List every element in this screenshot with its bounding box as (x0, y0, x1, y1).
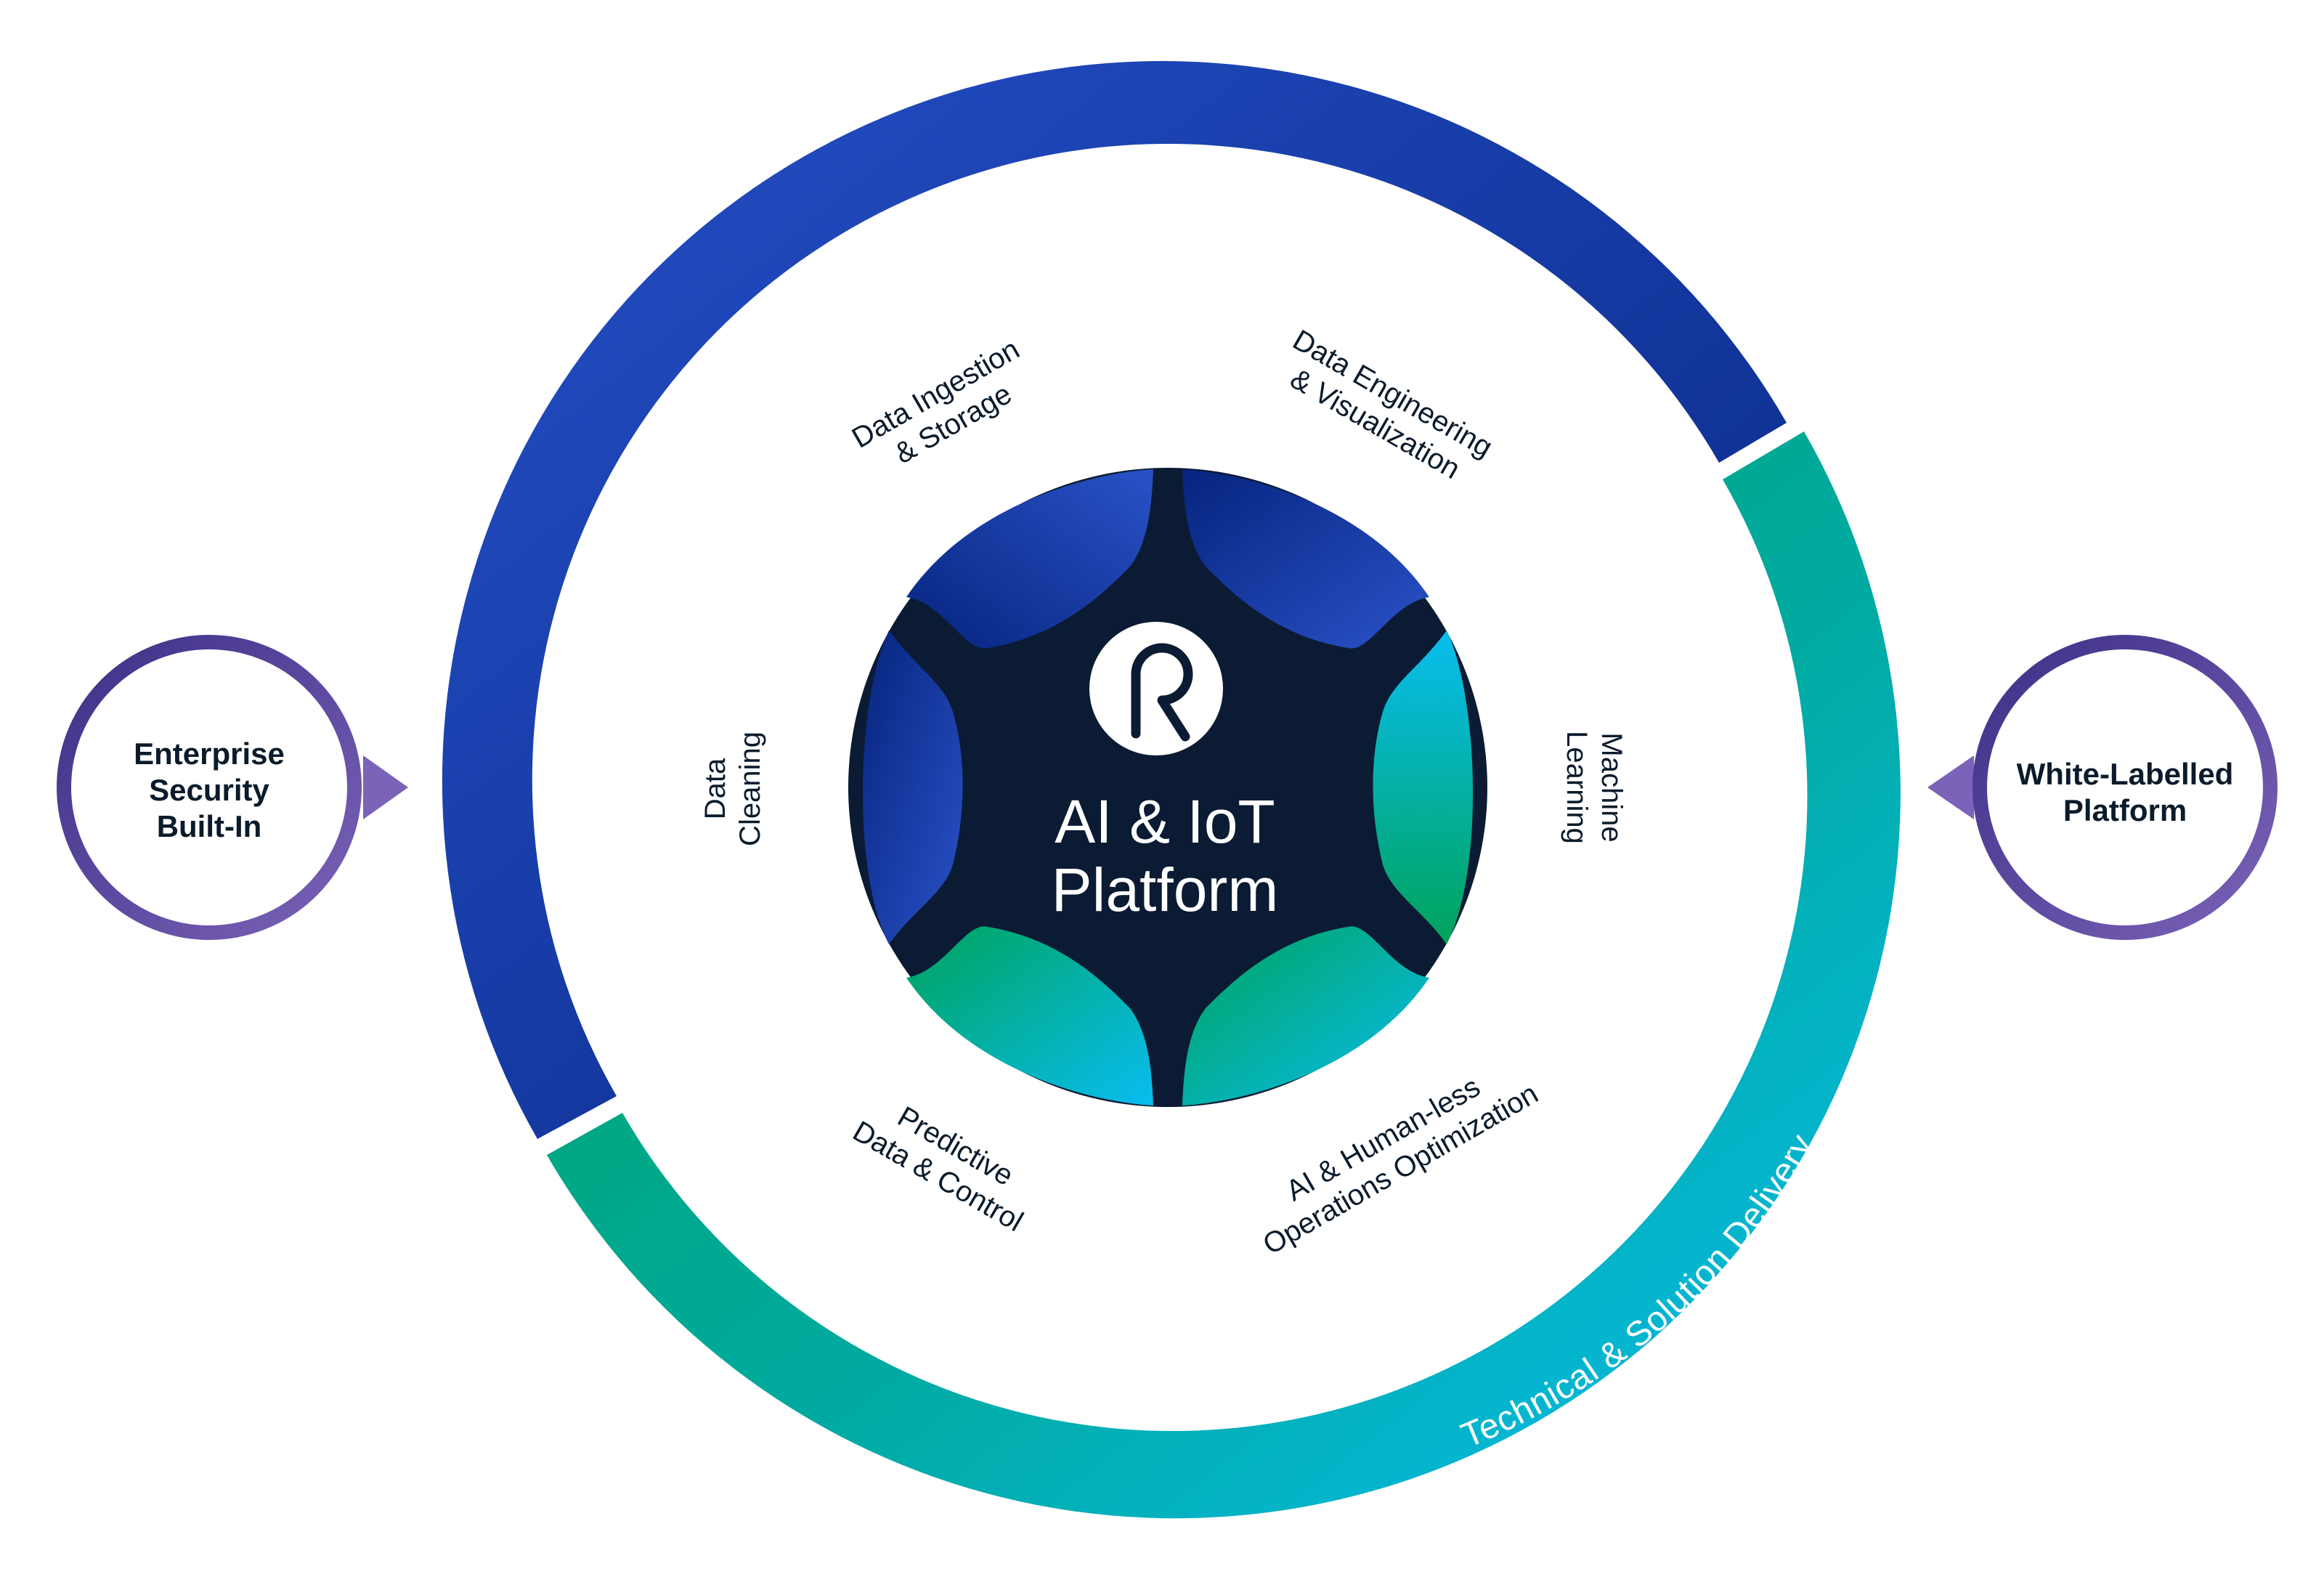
petal-top-right (1182, 469, 1429, 649)
callout-pointer-right (1927, 755, 1974, 819)
svg-text:Platform: Platform (2063, 793, 2187, 827)
center-title-line2: Platform (1052, 856, 1279, 924)
petal-bottom-right (1182, 926, 1429, 1106)
callout-ring-right (1972, 635, 2278, 940)
callout-ring-left (57, 635, 362, 940)
segment-label-cleaning: Data Cleaning (699, 731, 766, 846)
callout-pointer-left (363, 755, 408, 819)
petal-right (1373, 631, 1474, 944)
svg-text:Enterprise: Enterprise (134, 737, 285, 771)
svg-text:Learning: Learning (1561, 731, 1593, 844)
ring-arc-data-science (442, 61, 1787, 1139)
callout-enterprise-security: Enterprise Security Built-In (57, 635, 408, 940)
segment-label-ml: Machine Learning (1561, 731, 1628, 844)
petal-top-left (906, 469, 1153, 649)
segment-label-predictive: Predictive Data & Control (848, 1100, 1028, 1238)
r-logo-icon (1089, 622, 1223, 755)
center-hub: AI & IoT Platform (848, 468, 1487, 1107)
ring-arc-technical-delivery (547, 431, 1901, 1519)
svg-text:Cleaning: Cleaning (734, 731, 766, 846)
petal-left (862, 631, 963, 944)
center-title-line1: AI & IoT (1055, 787, 1275, 856)
svg-text:Data: Data (699, 758, 731, 819)
svg-text:Security: Security (149, 773, 269, 807)
svg-text:Built-In: Built-In (157, 809, 262, 843)
callout-white-labelled: White-Labelled Platform (1927, 635, 2278, 940)
segment-label-ingestion: Data Ingestion & Storage (847, 333, 1025, 471)
svg-text:White-Labelled: White-Labelled (2017, 757, 2234, 791)
segment-label-engineering: Data Engineering & Visualization (1285, 324, 1498, 485)
svg-text:Machine: Machine (1596, 732, 1628, 842)
petal-bottom-left (906, 926, 1153, 1106)
